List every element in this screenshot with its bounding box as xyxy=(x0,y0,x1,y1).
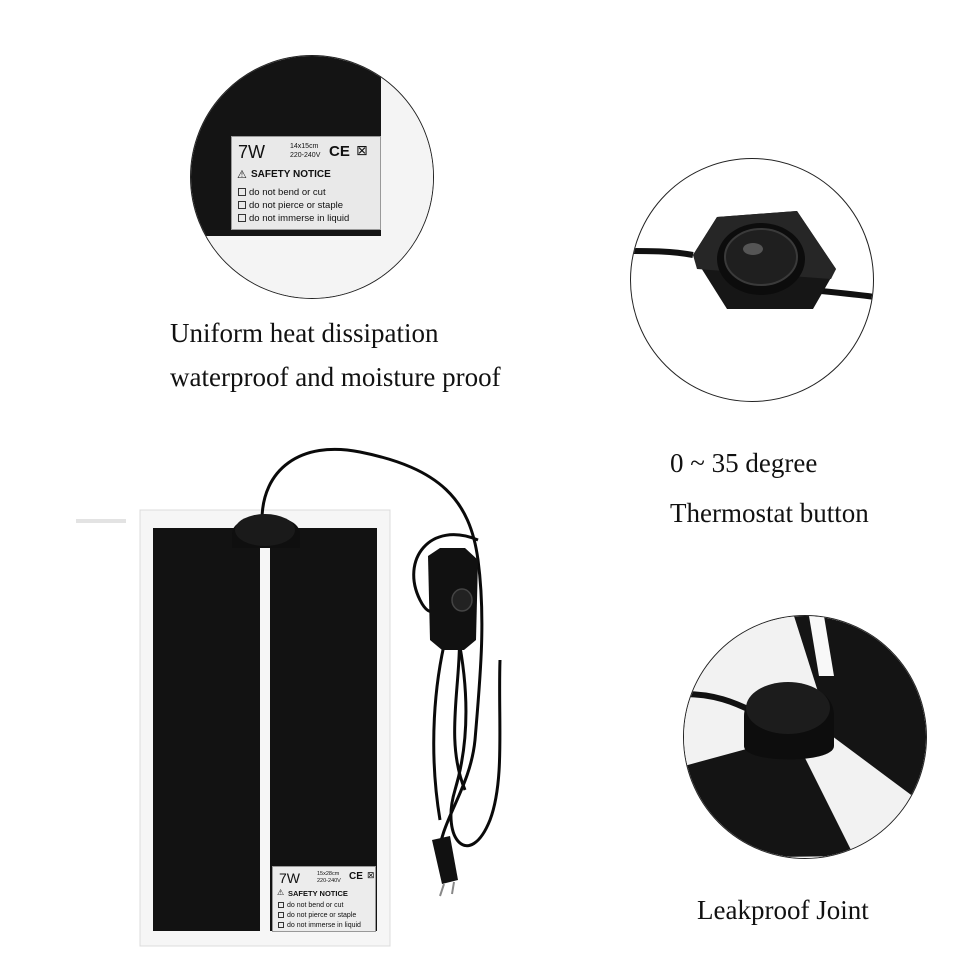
heat-caption-line1: Uniform heat dissipation xyxy=(170,318,439,348)
product-safety-label: 7W 15x28cm 220-240V CE ⊠ ⚠ SAFETY NOTICE… xyxy=(272,866,376,932)
ce-mark: CE xyxy=(349,871,363,882)
warning-row: do not pierce or staple xyxy=(278,912,356,919)
size-text: 15x28cm xyxy=(317,871,340,877)
warning-row: do not bend or cut xyxy=(278,902,343,909)
ce-mark: CE xyxy=(329,143,350,160)
safety-notice-title: SAFETY NOTICE xyxy=(251,169,331,180)
warning-row: do not pierce or staple xyxy=(238,200,343,211)
cross-box-icon xyxy=(278,912,284,919)
temp-caption-line1: 0 ~ 35 degree xyxy=(670,448,818,478)
voltage-text: 220-240V xyxy=(317,878,341,884)
cross-box-icon xyxy=(238,201,246,210)
safety-notice-title: SAFETY NOTICE xyxy=(288,889,348,898)
thermostat-zoom-circle xyxy=(630,158,874,402)
warning-triangle-icon: ⚠ xyxy=(237,169,247,181)
cross-box-icon xyxy=(238,188,246,197)
pad-bottom-white xyxy=(191,236,433,298)
bin-icon: ⊠ xyxy=(356,142,368,158)
cross-box-icon xyxy=(238,214,246,223)
heat-caption-line2: waterproof and moisture proof xyxy=(170,362,501,392)
warning-row: do not bend or cut xyxy=(238,187,326,198)
cross-box-icon xyxy=(278,922,284,929)
cross-box-icon xyxy=(278,902,284,909)
bin-icon: ⊠ xyxy=(367,870,375,880)
warning-triangle-icon: ⚠ xyxy=(277,888,285,897)
label-zoom-circle: 7W 14x15cm 220-240V CE ⊠ ⚠ SAFETY NOTICE… xyxy=(190,55,434,299)
joint-caption: Leakproof Joint xyxy=(697,895,869,925)
wattage-text: 7W xyxy=(279,870,300,886)
thermostat-drawing xyxy=(631,211,873,309)
warning-row: do not immerse in liquid xyxy=(278,922,361,929)
joint-drawing xyxy=(684,616,926,858)
zoom-safety-label: 7W 14x15cm 220-240V CE ⊠ ⚠ SAFETY NOTICE… xyxy=(231,136,381,230)
warning-row: do not immerse in liquid xyxy=(238,213,349,224)
size-text: 14x15cm xyxy=(290,143,319,150)
temp-caption-line2: Thermostat button xyxy=(670,498,869,528)
wattage-text: 7W xyxy=(238,142,265,162)
voltage-text: 220-240V xyxy=(290,152,321,159)
joint-zoom-circle xyxy=(683,615,927,859)
